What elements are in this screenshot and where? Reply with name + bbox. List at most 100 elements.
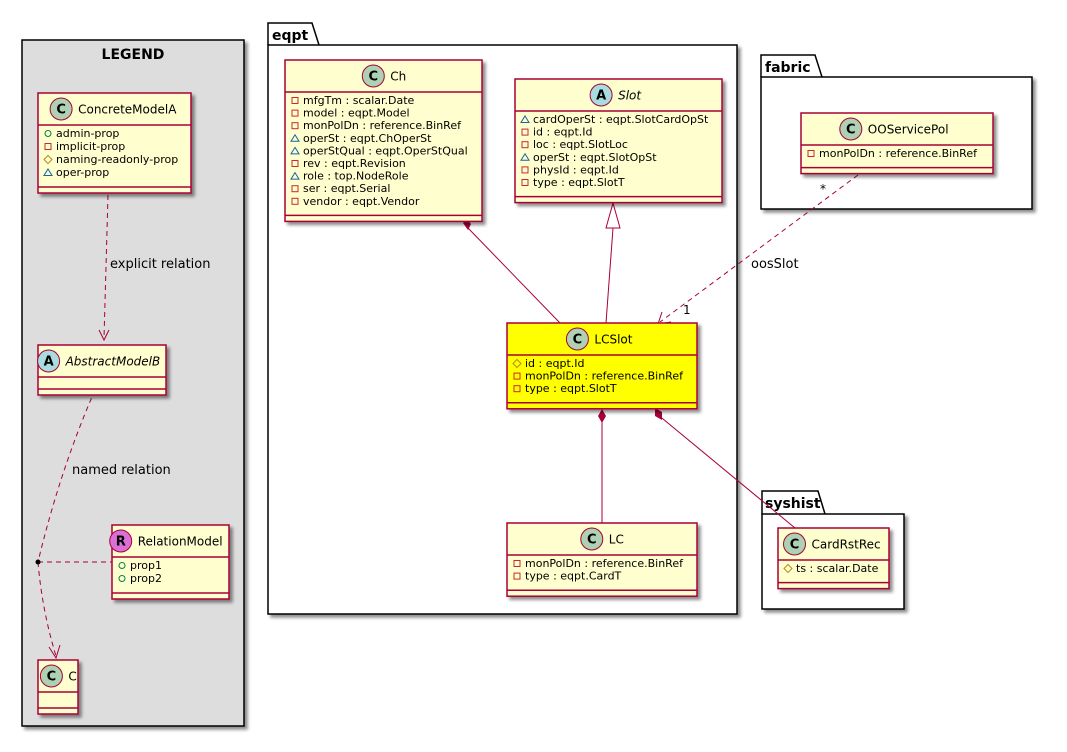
class-stereotype-letter: C (56, 103, 66, 118)
attribute-text: operStQual : eqpt.OperStQual (303, 144, 468, 157)
class-box-frame (800, 112, 994, 175)
attribute-text: cardOperSt : eqpt.SlotCardOpSt (533, 113, 709, 126)
protected-visibility-icon (512, 358, 522, 369)
class-attribute: operSt : eqpt.SlotOpSt (520, 151, 657, 164)
class-name: C (68, 670, 76, 684)
public-visibility-icon (118, 575, 126, 582)
private-visibility-icon (291, 160, 299, 167)
public-visibility-icon (44, 130, 52, 137)
class-name: LCSlot (594, 333, 632, 347)
named-relation-label: named relation (72, 463, 171, 478)
private-visibility-icon (807, 150, 815, 157)
private-visibility-icon (513, 560, 521, 567)
private-visibility-icon (521, 179, 529, 186)
class-attribute: prop2 (118, 572, 162, 585)
package-eqpt-tab (267, 22, 320, 46)
package-visibility-icon (43, 168, 53, 176)
attribute-text: role : top.NodeRole (303, 170, 409, 183)
class-stereotype-letter: C (587, 533, 597, 548)
lcslot-lc-diamond (598, 409, 606, 423)
attribute-text: type : eqpt.SlotT (525, 382, 617, 395)
class-stereotype-icon (37, 349, 61, 373)
attribute-text: prop2 (130, 572, 162, 585)
class-attribute: monPolDn : reference.BinRef (807, 147, 978, 160)
protected-visibility-icon (43, 154, 53, 165)
lcslot-cardrstrec-edge (656, 413, 796, 529)
class-stereotype-icon (565, 327, 589, 351)
protected-visibility-icon (783, 563, 793, 574)
class-attribute: type : eqpt.SlotT (521, 176, 625, 189)
class-box-frame (37, 344, 167, 396)
package-syshist-title: syshist (765, 496, 821, 512)
explicit-relation-arrowhead (98, 329, 110, 342)
class-stereotype-letter: A (44, 355, 54, 370)
class-stereotype-letter: C (573, 333, 583, 348)
private-visibility-icon (291, 197, 299, 205)
explicit-relation-label: explicit relation (110, 257, 210, 272)
attribute-text: id : eqpt.Id (525, 357, 585, 370)
attribute-text: rev : eqpt.Revision (303, 157, 406, 170)
attribute-text: operSt : eqpt.ChOperSt (303, 132, 432, 145)
class-attribute: id : eqpt.Id (521, 126, 593, 139)
class-attribute: monPolDn : reference.BinRef (513, 370, 684, 383)
class-box-frame (514, 78, 723, 204)
private-visibility-icon (291, 185, 299, 193)
class-attribute: rev : eqpt.Revision (291, 157, 406, 170)
class-attribute: mfgTm : scalar.Date (291, 94, 415, 107)
class-stereotype-icon (783, 532, 806, 556)
class-attribute: ts : scalar.Date (783, 562, 879, 575)
class-attribute: model : eqpt.Model (291, 107, 410, 120)
oos-slot-mult-source: * (820, 182, 826, 196)
class-attribute: implicit-prop (44, 140, 125, 153)
private-visibility-icon (291, 122, 299, 130)
class-attribute: type : eqpt.CardT (513, 570, 622, 583)
attribute-text: oper-prop (56, 166, 109, 179)
named-relation-edge (37, 389, 96, 563)
class-name: Ch (390, 70, 406, 84)
public-visibility-icon (118, 562, 126, 569)
package-visibility-icon (520, 152, 530, 161)
class-name: LC (609, 533, 624, 547)
attribute-text: loc : eqpt.SlotLoc (533, 138, 628, 151)
attribute-text: implicit-prop (56, 140, 125, 153)
class-name: ConcreteModelA (78, 103, 177, 117)
class-attribute: type : eqpt.SlotT (513, 382, 617, 395)
class-stereotype-icon (589, 83, 613, 107)
attribute-text: model : eqpt.Model (303, 107, 410, 120)
class-attribute: naming-readonly-prop (43, 153, 178, 166)
class-stereotype-letter: A (596, 89, 606, 104)
class-name: CardRstRec (812, 538, 881, 552)
class-attribute: loc : eqpt.SlotLoc (521, 138, 628, 151)
class-attribute: prop1 (118, 559, 162, 572)
named-relation-to-c-edge (37, 561, 57, 657)
attribute-text: operSt : eqpt.SlotOpSt (533, 151, 657, 164)
legend-title: LEGEND (102, 47, 165, 63)
attribute-text: monPolDn : reference.BinRef (525, 370, 684, 383)
private-visibility-icon (521, 128, 529, 136)
attribute-text: type : eqpt.CardT (525, 570, 622, 583)
relation-junction-dot (35, 559, 41, 565)
slot-lcslot-edge (605, 227, 614, 324)
oos-slot-mult-target: 1 (683, 303, 691, 317)
attribute-text: prop1 (130, 559, 162, 572)
class-stereotype-icon (839, 117, 863, 141)
package-visibility-icon (290, 133, 300, 142)
class-name: Slot (618, 89, 642, 103)
private-visibility-icon (44, 143, 52, 150)
class-stereotype-letter: C (369, 70, 379, 85)
private-visibility-icon (513, 372, 521, 380)
class-stereotype-letter: C (47, 670, 57, 685)
attribute-text: monPolDn : reference.BinRef (303, 119, 462, 132)
class-name: RelationModel (138, 535, 223, 549)
class-attribute: monPolDn : reference.BinRef (291, 119, 462, 132)
